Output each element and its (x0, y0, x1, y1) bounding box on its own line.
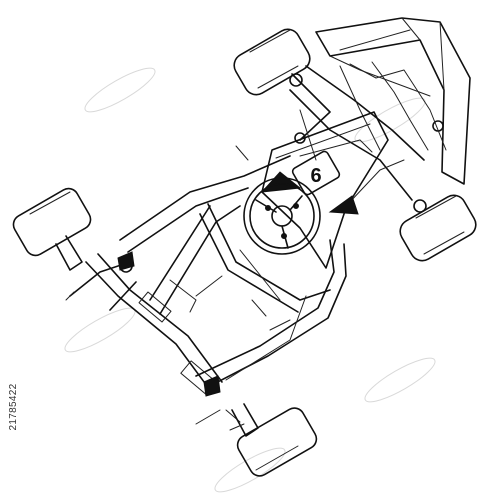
number-plate-text: 6 (310, 165, 321, 187)
rear-left-wheel (233, 28, 311, 96)
rear-suspension (289, 61, 447, 213)
chassis-frame (119, 145, 347, 389)
front-left-wheel (12, 187, 92, 271)
stock-id-label: 21785422 (8, 383, 19, 431)
rear-wing (315, 17, 471, 185)
rear-right-wheel (399, 194, 477, 262)
front-axle (65, 251, 241, 425)
number-plate (291, 150, 341, 196)
steering-wheel (243, 177, 321, 255)
seat-body: 6 (260, 111, 405, 269)
front-right-wheel (229, 403, 318, 477)
